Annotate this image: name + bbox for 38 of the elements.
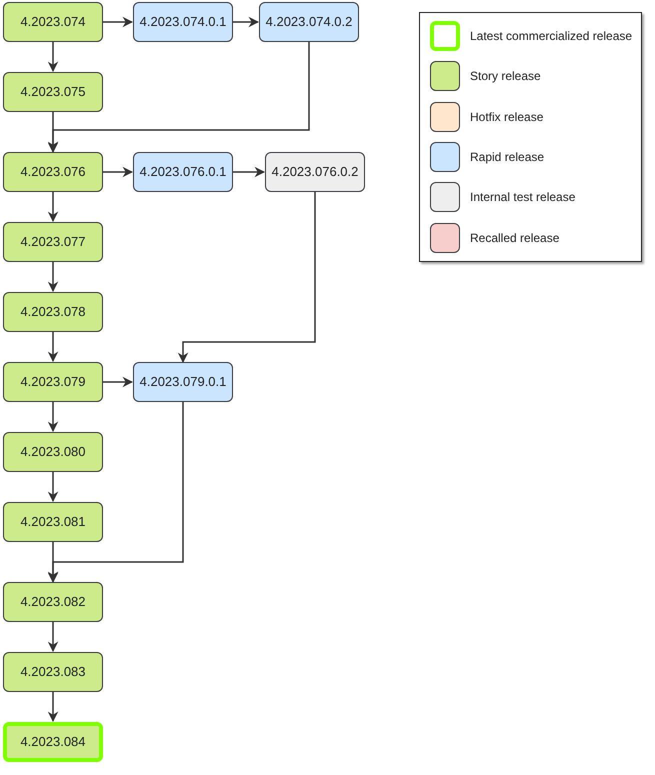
latest-release-box: 4.2023.084 — [3, 722, 103, 762]
release-box: 4.2023.075 — [3, 72, 103, 112]
arrow — [48, 472, 58, 502]
arrow — [103, 376, 134, 388]
release-box: 4.2023.083 — [3, 652, 103, 692]
release-box: 4.2023.074.0.2 — [259, 2, 359, 42]
arrow — [233, 16, 260, 28]
arrow — [48, 42, 310, 154]
arrow — [48, 402, 184, 584]
release-box: 4.2023.079.0.1 — [133, 362, 233, 402]
release-box: 4.2023.079 — [3, 362, 103, 402]
release-box: 4.2023.076.0.1 — [133, 152, 233, 192]
arrow — [48, 262, 58, 292]
legend-label: Story release — [470, 68, 541, 86]
arrow — [48, 332, 58, 362]
release-box: 4.2023.080 — [3, 432, 103, 472]
legend-label: Hotfix release — [470, 108, 544, 126]
arrow — [48, 622, 58, 652]
release-box: 4.2023.082 — [3, 582, 103, 622]
arrow — [233, 166, 266, 178]
arrow — [48, 192, 58, 222]
arrow — [48, 692, 58, 722]
arrow — [178, 192, 316, 364]
arrow — [103, 16, 134, 28]
release-box: 4.2023.074 — [3, 2, 103, 42]
release-box: 4.2023.077 — [3, 222, 103, 262]
legend-label: Recalled release — [470, 230, 560, 247]
arrow — [48, 402, 58, 432]
release-box: 4.2023.074.0.1 — [133, 2, 233, 42]
arrow — [103, 166, 134, 178]
legend-label: Rapid release — [470, 149, 544, 166]
legend-label: Internal test release — [470, 189, 576, 206]
legend-label: Latest commercialized release — [470, 28, 632, 46]
release-box: 4.2023.081 — [3, 502, 103, 542]
arrow — [48, 42, 58, 72]
release-box: 4.2023.076 — [3, 152, 103, 192]
release-box: 4.2023.078 — [3, 292, 103, 332]
release-box: 4.2023.076.0.2 — [265, 152, 365, 192]
